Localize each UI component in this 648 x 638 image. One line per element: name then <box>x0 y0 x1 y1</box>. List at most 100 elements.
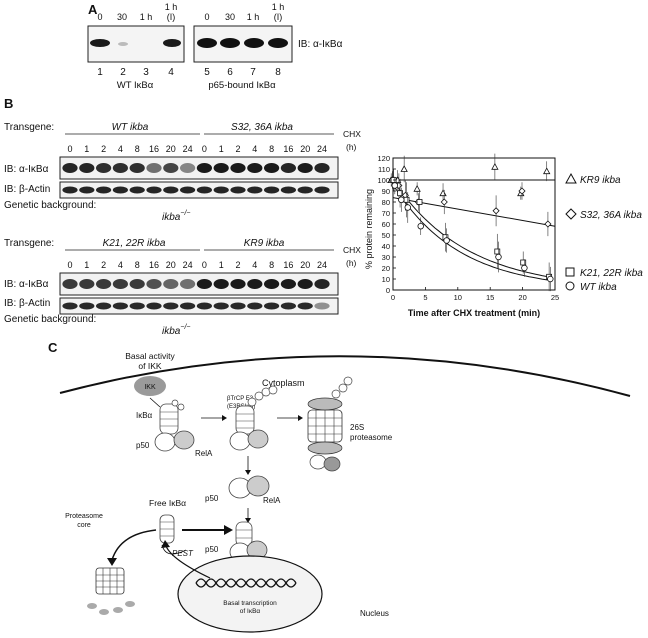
nucleus-label: Nucleus <box>360 609 389 618</box>
timepoint-label: 16 <box>283 144 293 154</box>
time-label: (I) <box>274 12 283 22</box>
blot-band <box>79 186 95 194</box>
timepoint-label: 0 <box>67 260 72 270</box>
genetic-background-label: Genetic background: <box>4 200 96 211</box>
blot-band <box>79 163 95 173</box>
y-tick-label: 110 <box>378 165 390 174</box>
blot-band <box>112 279 128 289</box>
timepoint-label: 8 <box>135 260 140 270</box>
free-nfkb: p50 RelA <box>205 475 281 505</box>
blot-band <box>146 186 162 194</box>
blot-band <box>196 302 212 310</box>
blot-band <box>62 279 78 289</box>
blot-band <box>230 279 246 289</box>
blot-band <box>112 163 128 173</box>
circle-marker <box>417 222 424 230</box>
timepoint-label: 20 <box>300 144 310 154</box>
circle-marker <box>391 182 398 189</box>
rela-subunit <box>247 429 269 449</box>
blot-band <box>196 186 212 194</box>
lane-number: 5 <box>204 67 210 78</box>
blot-band <box>247 302 263 310</box>
y-tick-label: 100 <box>377 176 390 185</box>
blot-band <box>79 302 95 310</box>
proteasome-core <box>87 567 135 615</box>
blot-band <box>196 279 212 289</box>
blot-band <box>264 186 280 194</box>
arrowhead <box>245 470 251 475</box>
lane-number: 7 <box>250 67 256 78</box>
timepoint-label: 2 <box>235 260 240 270</box>
time-label: 1 h <box>247 12 260 22</box>
triangle-marker <box>439 189 447 197</box>
blot-band <box>264 302 280 310</box>
timepoint-label: 4 <box>252 260 257 270</box>
transcription-arrow <box>165 545 211 579</box>
genetic-background-label: Genetic background: <box>4 314 96 325</box>
timepoint-label: 2 <box>101 144 106 154</box>
blot-band <box>129 163 145 173</box>
timepoint-label: 8 <box>269 260 274 270</box>
transgene-label: Transgene: <box>4 122 54 133</box>
legend-s32: S32, 36A ikba <box>580 210 642 221</box>
y-tick-label: 40 <box>382 242 390 251</box>
basal-transcription-line1: Basal transcription <box>223 600 277 607</box>
ubiquitin-icon <box>254 391 264 401</box>
26s-proteasome <box>307 376 353 472</box>
phosphate-icon <box>171 399 179 407</box>
x-tick-label: 10 <box>454 293 462 302</box>
time-label: 30 <box>117 12 127 22</box>
wt-fit-curve <box>392 184 549 281</box>
panel-a-time-labels: 0 30 1 h 1 h (I) 0 30 1 h 1 h (I) <box>97 2 284 22</box>
blot-a-p65 <box>193 25 293 63</box>
blot-band <box>280 163 296 173</box>
rela-label: RelA <box>195 449 213 458</box>
transgene-s32: S32, 36A ikba <box>231 122 293 133</box>
chart-frame <box>392 157 556 291</box>
legend-triangle-marker <box>565 172 577 184</box>
timepoint-label: 8 <box>269 144 274 154</box>
timepoint-label: 4 <box>118 260 123 270</box>
blot-band <box>314 163 330 173</box>
timepoint-label: 4 <box>252 144 257 154</box>
ikba-nfkb-complex: IκBα p50 RelA <box>136 399 213 458</box>
blot-band <box>280 279 296 289</box>
blot-band <box>297 186 313 194</box>
free-ikba-label: Free IκBα <box>149 498 186 508</box>
p50-subunit <box>154 432 176 452</box>
transgene-label: Transgene: <box>4 238 54 249</box>
time-label: 1 h <box>140 12 153 22</box>
blot-band <box>62 186 78 194</box>
blot-band <box>230 186 246 194</box>
blot-band <box>79 279 95 289</box>
timepoint-label: 16 <box>283 260 293 270</box>
timepoint-label: 0 <box>202 144 207 154</box>
blot-band <box>280 186 296 194</box>
ikk-label: IKK <box>144 384 156 391</box>
lane-number: 6 <box>227 67 233 78</box>
arrowhead <box>298 415 303 421</box>
arrowhead <box>222 415 227 421</box>
legend-diamond-marker <box>565 208 577 220</box>
diamond-marker <box>544 220 552 228</box>
blot-band <box>180 279 196 289</box>
time-label: (I) <box>167 12 176 22</box>
blot-band <box>213 279 229 289</box>
blot-band <box>90 39 110 47</box>
nucleus <box>177 555 323 633</box>
legend-wt: WT ikba <box>580 282 617 293</box>
blot-band <box>314 186 330 194</box>
blot-band <box>180 186 196 194</box>
blot-band <box>268 38 288 48</box>
blot-band <box>314 279 330 289</box>
panel-c-label: C <box>48 340 58 355</box>
time-label: 30 <box>225 12 235 22</box>
blot-band <box>213 302 229 310</box>
timepoint-label: 4 <box>118 144 123 154</box>
triangle-marker <box>543 167 551 175</box>
blot-band <box>180 302 196 310</box>
ubiquitin-icon <box>247 397 257 407</box>
ikba-protein <box>235 521 253 547</box>
